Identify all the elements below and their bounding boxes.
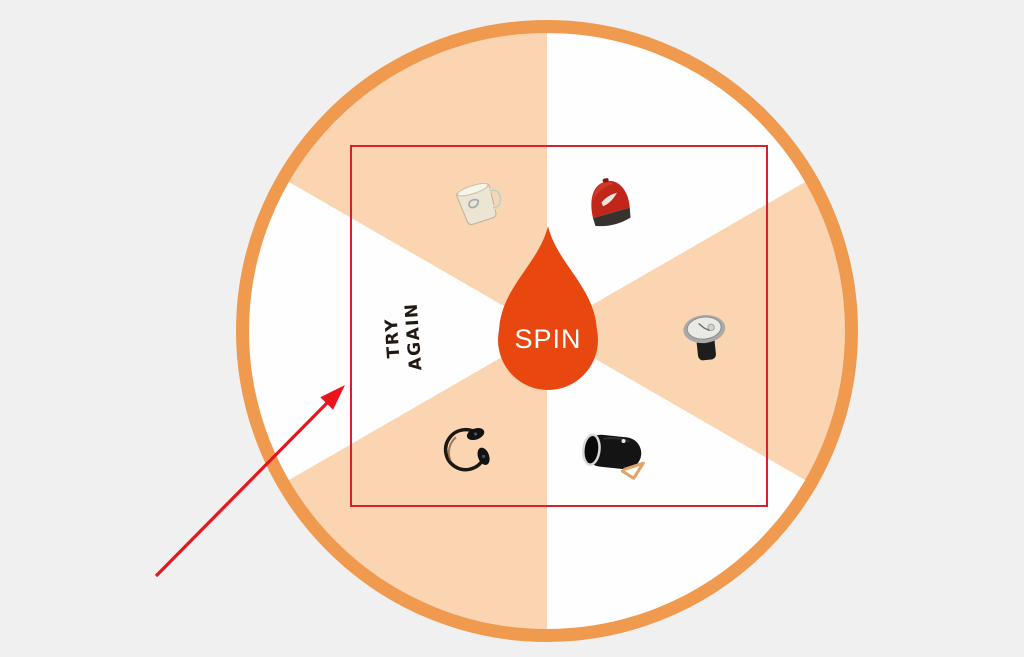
spin-button[interactable]: SPIN [514, 324, 582, 354]
spin-pointer[interactable] [493, 222, 603, 392]
prize-red-cap-image [591, 178, 631, 227]
spin-droplet-shape [498, 226, 598, 390]
prize-wrist-watch-image [683, 314, 726, 361]
prize-bluetooth-speaker-image [582, 433, 645, 480]
prize-headphones-image [443, 427, 490, 472]
prize-try-again-label: TRY AGAIN [380, 293, 432, 380]
try-again-line2: AGAIN [401, 301, 427, 372]
prize-coffee-mug-image [456, 182, 503, 226]
